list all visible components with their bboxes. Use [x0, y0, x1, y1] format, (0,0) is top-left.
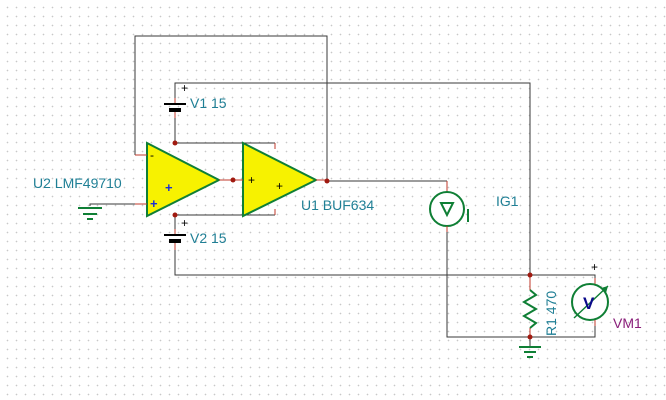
voltmeter-glyph: V: [583, 294, 595, 313]
r1-label: R1 470: [543, 291, 559, 336]
junction-node: [324, 178, 330, 184]
junction-nodes: [172, 140, 533, 340]
resistor-r1-zigzag: [522, 289, 538, 329]
junction-node: [527, 272, 533, 278]
ground-right-icon: [519, 346, 541, 358]
ig1-return-wire: [446, 232, 530, 338]
u1-supply-mark: +: [276, 179, 283, 193]
junction-node: [230, 177, 236, 183]
u2-label: U2 LMF49710: [33, 175, 122, 191]
u2-minus-mark: -: [150, 148, 154, 162]
opamp-u2[interactable]: - + + U2 LMF49710: [33, 141, 233, 218]
ig1-label: IG1: [496, 193, 519, 209]
battery-v1[interactable]: + V1 15: [164, 81, 227, 118]
v2-label: V2 15: [190, 230, 227, 246]
battery-v2[interactable]: + V2 15: [164, 216, 227, 250]
current-source-ig1[interactable]: IG1: [429, 181, 519, 232]
meter-bottom-wire: [530, 320, 596, 338]
u1-label: U1 BUF634: [301, 197, 374, 213]
u2-plus-mark: +: [150, 196, 158, 211]
ground-input-wire: [89, 203, 145, 206]
feedback-wire: [134, 35, 328, 181]
current-source-ig1-circle: [429, 191, 465, 227]
junction-node: [172, 212, 178, 218]
bottom-rail-wire: [174, 250, 596, 278]
current-direction-icon: [439, 202, 455, 218]
junction-node: [172, 140, 178, 146]
vm1-label: VM1: [613, 315, 642, 331]
u2-supply-mark: +: [165, 180, 173, 195]
v2-plus-mark: +: [181, 216, 188, 230]
v1-plus-mark: +: [181, 81, 188, 95]
v1-label: V1 15: [190, 95, 227, 111]
resistor-r1[interactable]: R1 470: [522, 275, 559, 337]
opamp-u2-body: [146, 141, 222, 218]
u1-plus-mark: +: [248, 173, 255, 187]
vm1-plus-mark: +: [591, 260, 598, 274]
voltmeter-vm1[interactable]: V + VM1: [571, 260, 642, 331]
buffer-u1[interactable]: + + U1 BUF634: [233, 141, 374, 218]
top-rail-wire: [174, 82, 531, 275]
ground-left-icon: [78, 207, 102, 220]
junction-node: [527, 334, 533, 340]
